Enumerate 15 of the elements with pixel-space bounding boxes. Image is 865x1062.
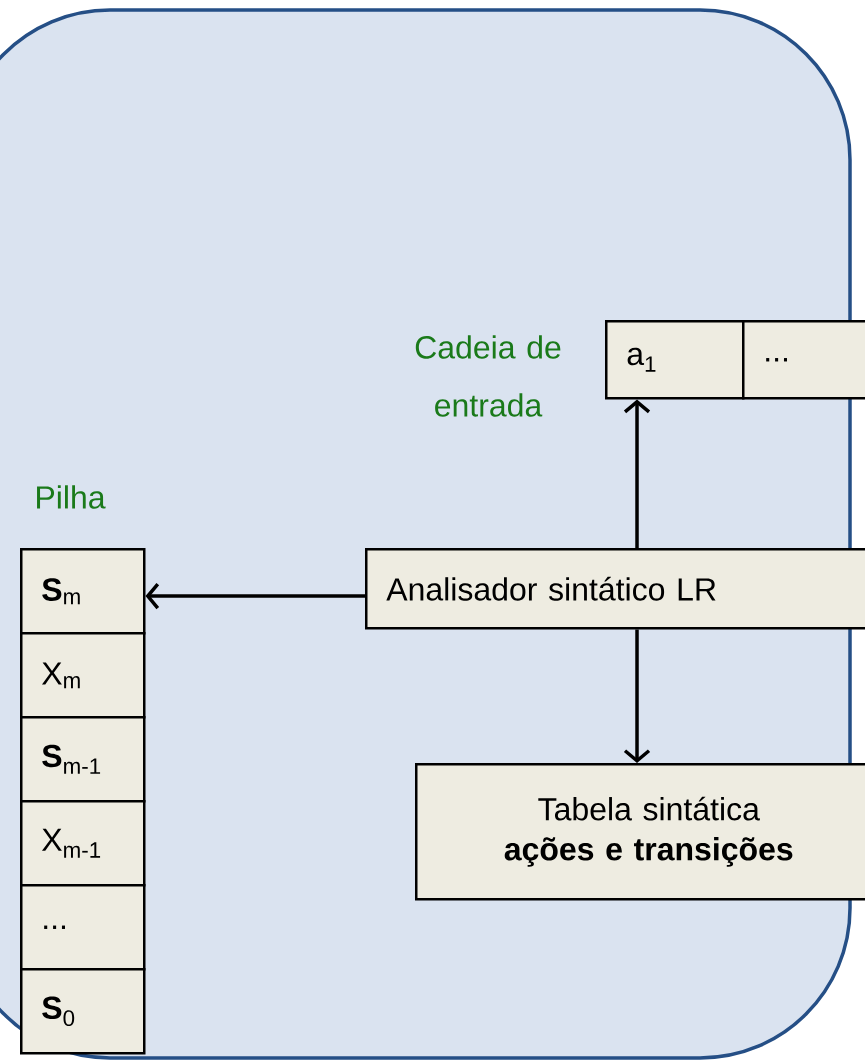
stack-cell: S$_{m-1}$ bbox=[20, 716, 146, 803]
arrow bbox=[623, 399, 651, 548]
stack-cell: X$_{m-1}$ bbox=[20, 800, 146, 887]
arrow bbox=[145, 582, 365, 610]
stack-cell: S$_{0}$ bbox=[20, 968, 146, 1055]
stack-cell: X$_{m}$ bbox=[20, 632, 146, 719]
table-box: Tabela sintática ações e transições bbox=[415, 763, 865, 901]
tape-cell: a$_{1}$ bbox=[605, 320, 745, 400]
tape-cell: ... bbox=[742, 320, 865, 400]
arrow bbox=[623, 629, 651, 763]
stack-cell: ... bbox=[20, 884, 146, 971]
text-label: Cadeia de entrada bbox=[415, 335, 561, 417]
parser-box: Analisador sintático LR bbox=[365, 548, 865, 630]
stack-cell: S$_{m}$ bbox=[20, 548, 146, 635]
text-label: Pilha bbox=[37, 485, 106, 509]
